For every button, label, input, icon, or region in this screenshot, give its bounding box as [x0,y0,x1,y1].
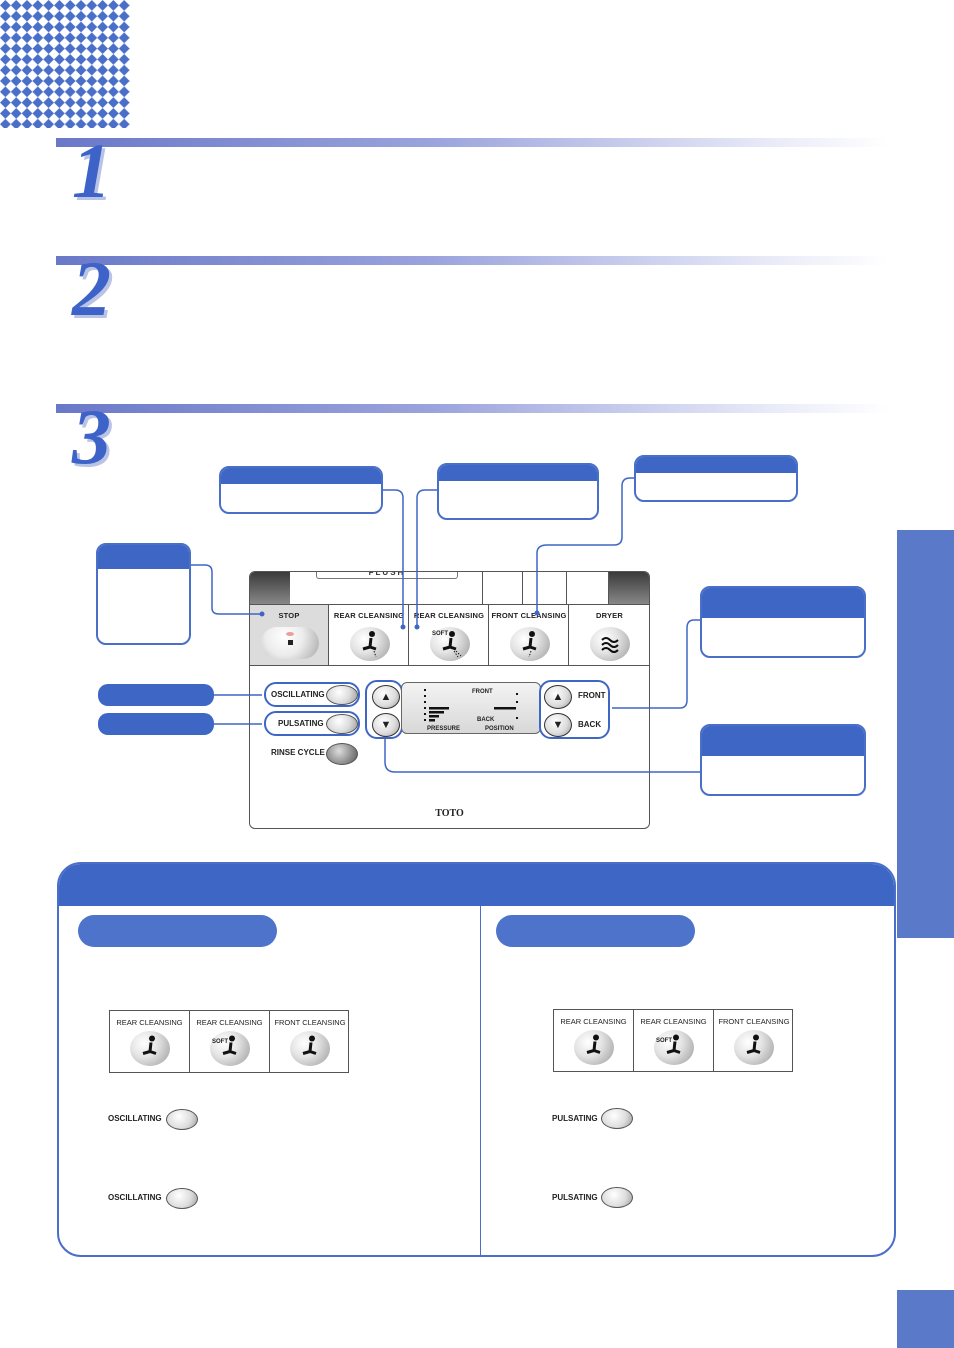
remote-button-row: STOP REAR CLEANSING REAR CLEANSING SOFT … [250,604,649,666]
step-2-bar [56,256,888,265]
mini-rear-cleansing-button[interactable] [130,1031,170,1066]
person-seated-icon [362,631,377,658]
stop-button[interactable] [261,627,319,659]
display-front: FRONT [472,689,493,695]
page-number-tab [897,1290,954,1348]
right-toggle-label-1: PULSATING [552,1114,598,1123]
pulsating-outline [264,711,360,736]
position-front-button[interactable]: ▲ [544,685,572,709]
mini-front-cleansing-button[interactable] [290,1031,330,1066]
front-label: FRONT [578,691,606,700]
step-3-bar [56,404,888,413]
position-level-icon [494,693,518,719]
callout-pressure [700,724,866,796]
callout-stop [96,543,191,645]
diamond-pattern [0,0,130,128]
remote-top-strip: FLUSH [250,572,649,604]
label-pill-oscillating [98,684,214,706]
left-toggle-button-2[interactable] [166,1188,198,1209]
left-toggle-label-2: OSCILLATING [108,1193,162,1202]
display-back: BACK [477,717,495,723]
oscillating-label: OSCILLATING [271,690,325,699]
pulsating-label: PULSATING [278,719,324,728]
label-pill-pulsating [98,713,214,735]
left-toggle-label-1: OSCILLATING [108,1114,162,1123]
mini-rear-soft-button[interactable]: SOFT [210,1031,250,1066]
back-label: BACK [578,720,602,729]
right-subheader-pill [496,915,695,947]
right-toggle-label-2: PULSATING [552,1193,598,1202]
person-seated-soft-icon [666,1034,681,1054]
left-toggle-button-1[interactable] [166,1109,198,1130]
display-pressure: PRESSURE [427,726,461,732]
front-cleansing-button[interactable] [510,627,550,661]
person-seated-front-icon [746,1034,761,1054]
pressure-down-button[interactable]: ▼ [372,713,400,737]
person-seated-front-icon [522,631,537,658]
remote-control: FLUSH STOP REAR CLEANSING REAR CLEANSING… [249,571,650,829]
rinse-cycle-label: RINSE CYCLE [271,748,325,757]
step-2-number: 2 [72,245,111,332]
person-seated-soft-icon [222,1035,237,1055]
person-seated-icon [586,1034,601,1054]
mini-rear-cleansing-button[interactable] [574,1030,614,1065]
mode-panel-header [59,864,894,906]
stop-button-cell: STOP [250,605,329,665]
pulsating-button[interactable] [326,714,358,734]
dryer-wave-icon [601,637,619,653]
position-back-button[interactable]: ▼ [544,713,572,737]
callout-position [700,586,866,658]
callout-rear-cleansing [219,466,383,514]
step-3-number: 3 [72,393,111,480]
rear-soft-cell: REAR CLEANSING SOFT [410,605,489,665]
rear-cleansing-cell: REAR CLEANSING [330,605,409,665]
brand-logo: TOTO [435,808,464,819]
step-1-bar [56,138,888,147]
dryer-button[interactable] [590,627,630,661]
display-position: POSITION [485,726,514,732]
rinse-cycle-button[interactable] [326,743,358,765]
pressure-up-button[interactable]: ▲ [372,685,400,709]
person-seated-soft-icon [442,631,462,658]
oscillating-outline [264,682,360,707]
oscillating-button[interactable] [326,685,358,705]
status-display: FRONT BACK PRESSURE POSITION [401,682,541,734]
callout-front-cleansing [634,455,798,502]
step-1-number: 1 [72,127,111,214]
right-toggle-button-1[interactable] [601,1108,633,1129]
callout-rear-soft [437,463,599,520]
rear-cleansing-button[interactable] [350,627,390,661]
dryer-cell: DRYER [570,605,649,665]
flush-slot: FLUSH [290,572,483,604]
section-side-tab [897,530,954,938]
front-cleansing-cell: FRONT CLEANSING [490,605,569,665]
mini-rear-soft-button[interactable]: SOFT [654,1030,694,1065]
person-seated-icon [142,1035,157,1055]
left-subheader-pill [78,915,277,947]
person-seated-front-icon [302,1035,317,1055]
right-toggle-button-2[interactable] [601,1187,633,1208]
mini-front-cleansing-button[interactable] [734,1030,774,1065]
pressure-level-icon [424,689,449,722]
rear-soft-button[interactable]: SOFT [430,627,470,661]
